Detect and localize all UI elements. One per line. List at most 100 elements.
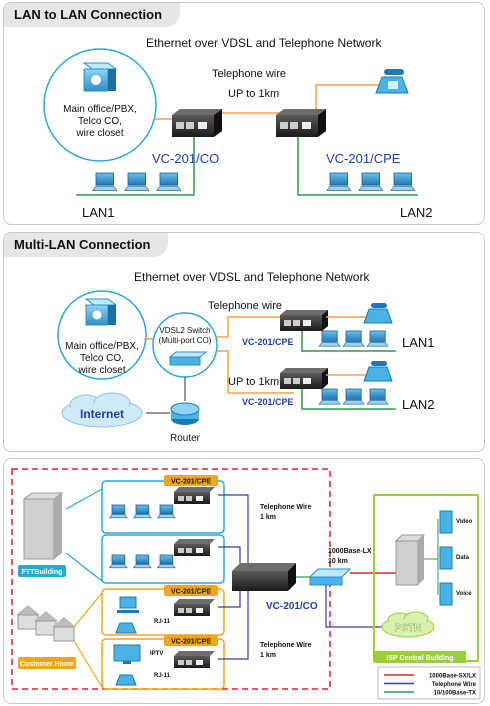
computer-icon <box>366 330 389 347</box>
legend-label: Telephone Wire <box>432 682 477 688</box>
office2-line-2: Telco CO, <box>80 353 124 364</box>
wire-bot-line-2: 1 km <box>260 652 276 659</box>
customer-homes-icon <box>16 605 76 642</box>
vc201-co-chassis-icon <box>232 563 296 591</box>
video-server-icon <box>439 510 453 534</box>
data-server-icon <box>439 546 453 570</box>
computer-icon <box>358 172 384 191</box>
pc-icon-home <box>117 596 139 613</box>
computer-icon <box>157 554 176 569</box>
cpe1-label: VC-201/CPE <box>242 337 294 347</box>
office-cube-icon <box>82 62 118 92</box>
wire2-label: Telephone wire <box>208 300 282 312</box>
cpe2-label: VC-201/CPE <box>242 397 294 407</box>
cpe-top-label: VC-201/CPE <box>171 479 211 486</box>
distance2-label: UP to 1km <box>228 376 279 388</box>
computer-icon <box>108 504 128 519</box>
panel-lan-to-lan: LAN to LAN Connection Ethernet over VDSL… <box>3 2 485 225</box>
telephone-icon-2 <box>363 361 393 382</box>
lan-to-lan-diagram: Ethernet over VDSL and Telephone Network… <box>43 36 433 220</box>
co-device-label: VC-201/CO <box>266 601 318 612</box>
fttbuilding-icon <box>22 492 64 560</box>
phone-icon-home-1 <box>115 622 137 634</box>
cpe-device-2-icon <box>280 368 328 389</box>
office-cube-icon <box>84 298 118 326</box>
data-label: Data <box>456 555 470 561</box>
office-line-1: Main office/PBX, <box>63 104 137 115</box>
rj11-label-a: RJ-11 <box>154 619 171 625</box>
vc201-co-device-icon <box>172 109 222 137</box>
panel-multi-lan: Multi-LAN Connection Ethernet over VDSL … <box>3 232 485 452</box>
office2-line-1: Main office/PBX, <box>65 341 139 352</box>
panel1-title: LAN to LAN Connection <box>4 3 181 27</box>
legend-label: 10/100Base-TX <box>434 690 476 696</box>
panel2-title: Multi-LAN Connection <box>4 233 169 257</box>
customer-home-label: Customer Home <box>20 661 74 668</box>
cpe-devices <box>174 487 215 668</box>
lan1-computers-multi <box>318 330 389 347</box>
customer-home-tag <box>18 657 76 669</box>
office-cluster: Main office/PBX, Telco CO, wire closet <box>43 48 157 162</box>
computer-icon <box>342 388 365 405</box>
multi-lan1-label: LAN1 <box>402 335 435 350</box>
computer-icon <box>108 554 128 569</box>
wire-bot-line-1: Telephone Wire <box>260 642 312 649</box>
office-cluster-2: Main office/PBX, Telco CO, wire closet <box>57 290 147 380</box>
phone-wire-phone <box>315 84 380 113</box>
lan1-computers <box>92 172 182 191</box>
computer-icon <box>92 172 118 191</box>
aggregation-switch-icon <box>308 568 352 586</box>
customer-area-border <box>11 468 331 690</box>
cpe-mid-label: VC-201/CPE <box>171 589 211 596</box>
tv-icon <box>113 644 141 664</box>
device-cpe-label: VC-201/CPE <box>326 151 401 166</box>
switch-line-2: (Multi-port CO) <box>159 336 212 345</box>
switch-line-1: VDSL2 Switch <box>159 326 210 335</box>
building-lan-box-1 <box>101 480 225 534</box>
home-box-1 <box>101 588 225 636</box>
router-label: Router <box>170 433 201 444</box>
computer-icon <box>124 172 150 191</box>
panel2-subtitle: Ethernet over VDSL and Telephone Network <box>134 270 370 284</box>
computer-icon <box>157 504 176 519</box>
iptv-label: IPTV <box>150 651 163 657</box>
computer-icon <box>318 330 341 347</box>
panel1-subtitle: Ethernet over VDSL and Telephone Network <box>146 36 382 50</box>
vc201-cpe-device-icon <box>276 109 326 137</box>
telephone-icon-1 <box>363 303 393 324</box>
telephone-icon <box>375 69 409 94</box>
cpe-bot-label: VC-201/CPE <box>171 639 211 646</box>
fiber-line-1: 1000Base-LX <box>328 548 372 555</box>
voice-label: Voice <box>456 591 472 597</box>
rj11-label-b: RJ-11 <box>154 673 171 679</box>
device-co-label: VC-201/CO <box>152 151 219 166</box>
switch-icon <box>168 351 208 366</box>
computer-icon <box>326 172 352 191</box>
isp-building-label: ISP Central Building <box>386 655 453 662</box>
computer-icon <box>133 504 152 519</box>
legend-label: 1000Base-SX/LX <box>429 673 476 679</box>
distance-label: UP to 1km <box>228 88 279 100</box>
computer-icon <box>342 330 365 347</box>
pstn-cloud-icon <box>381 611 435 638</box>
lan1-label: LAN1 <box>82 205 115 220</box>
computer-icon <box>390 172 416 191</box>
video-label: Video <box>456 519 473 525</box>
computer-icon <box>366 388 389 405</box>
cpe-device-icon <box>174 651 215 668</box>
cpe-device-icon <box>174 487 215 504</box>
fiber-line-2: 10 km <box>328 558 348 565</box>
multi-lan-diagram: Ethernet over VDSL and Telephone Network… <box>57 270 435 444</box>
wire-top-line-1: Telephone Wire <box>260 504 312 511</box>
multi-lan2-label: LAN2 <box>402 397 435 412</box>
wire-top-line-2: 1 km <box>260 514 276 521</box>
wire-label: Telephone wire <box>212 68 286 80</box>
building-computers <box>108 504 176 569</box>
office2-line-3: wire closet <box>77 365 125 376</box>
isp-tag <box>374 651 466 663</box>
pstn-label: PSTN <box>395 623 422 634</box>
cpe-device-icon <box>174 599 215 616</box>
computer-icon <box>156 172 182 191</box>
lan2-wire <box>297 137 418 196</box>
panel-fttb: FTTBuilding Customer Home VC-201/CPE VC-… <box>3 458 485 704</box>
